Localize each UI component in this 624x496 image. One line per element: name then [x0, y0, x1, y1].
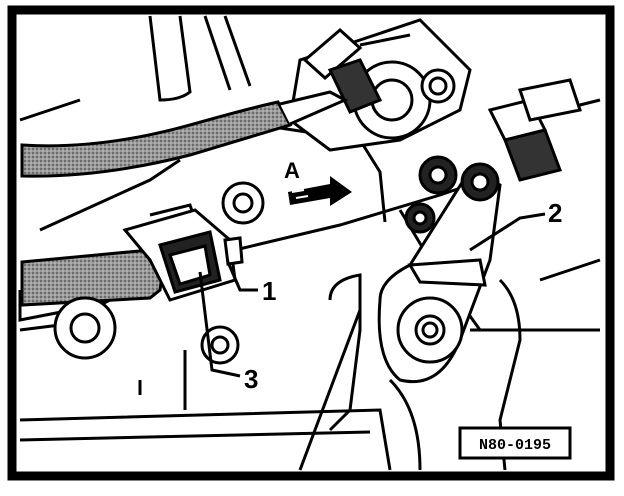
callout-2: 2 [469, 198, 562, 252]
reference-code-box: N80-0195 [458, 426, 572, 460]
callout-1-label: 1 [262, 276, 276, 306]
callout-3-label: 3 [244, 364, 258, 394]
view-arrow-label: A [284, 158, 300, 183]
right-clip [487, 78, 582, 182]
upper-cable [20, 90, 349, 178]
callout-3: 3 [198, 271, 258, 394]
callout-2-label: 2 [548, 198, 562, 228]
operating-lever [377, 155, 502, 384]
view-arrow-a: A [284, 158, 352, 206]
callout-1: 1 [226, 261, 276, 306]
reference-code: N80-0195 [479, 437, 551, 454]
